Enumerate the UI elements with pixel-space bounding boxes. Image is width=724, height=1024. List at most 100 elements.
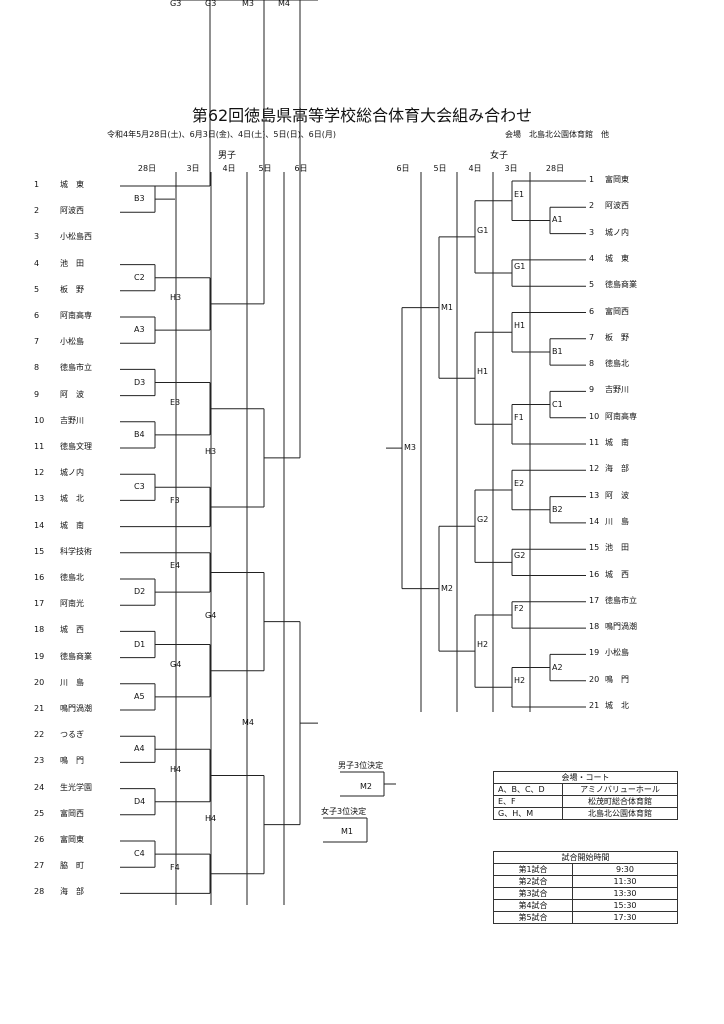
boys-match-label: H4: [205, 813, 217, 823]
boys-day-label: 6日: [294, 164, 308, 173]
boys-match-label: A4: [134, 744, 145, 754]
team-name: 生光学園: [60, 782, 92, 792]
team-name: 小松島: [605, 648, 629, 658]
girls-day-label: 3日: [504, 164, 518, 173]
team-number: 24: [34, 782, 45, 792]
match-time: 9:30: [572, 863, 678, 876]
team-name: 富岡東: [605, 175, 629, 184]
venue-court-table: 会場・コート A、B、C、D アミノバリューホール E、F 松茂町総合体育館 G…: [493, 771, 678, 820]
boys-match-label: G4: [205, 610, 217, 620]
boys-match-label: C4: [134, 849, 145, 859]
team-name: 川 島: [605, 516, 629, 526]
team-name: 城 北: [605, 701, 629, 710]
team-name: 吉野川: [605, 385, 629, 395]
team-name: 池 田: [605, 543, 629, 553]
team-number: 1: [589, 175, 595, 184]
team-number: 2: [34, 206, 40, 216]
team-number: 16: [34, 573, 45, 582]
girls-third-place-match: M1: [341, 827, 353, 836]
team-number: 22: [34, 730, 45, 740]
girls-team-entry: 19 小松島: [589, 649, 699, 657]
boys-match-label: G3: [170, 0, 182, 8]
page-title: 第62回徳島県高等学校総合体育大会組み合わせ: [191, 106, 533, 125]
girls-match-label: B1: [552, 346, 563, 356]
boys-team-entry: 18 城 西: [34, 626, 144, 634]
match-order: 第3試合: [493, 887, 573, 900]
team-name: つるぎ: [60, 730, 84, 740]
team-name: 科学技術: [60, 546, 92, 556]
team-number: 9: [589, 385, 595, 395]
team-number: 28: [34, 887, 45, 897]
match-time: 11:30: [572, 875, 678, 888]
team-number: 2: [589, 201, 595, 211]
team-number: 20: [34, 677, 45, 687]
boys-header: 男子: [218, 151, 237, 161]
team-number: 21: [34, 704, 45, 713]
boys-match-label: D3: [134, 377, 146, 387]
boys-match-label: M4: [278, 0, 290, 8]
team-number: 15: [34, 546, 45, 556]
team-name: 阿南高専: [605, 411, 637, 421]
team-number: 3: [589, 227, 595, 237]
boys-match-label: D1: [134, 639, 146, 649]
team-name: 鳴門渦潮: [60, 704, 92, 713]
team-number: 5: [34, 284, 40, 294]
team-number: 6: [34, 311, 40, 320]
team-name: 板 野: [605, 332, 629, 342]
team-name: 徳島市立: [60, 363, 92, 373]
team-number: 19: [589, 648, 600, 658]
boys-team-entry: 21 鳴門渦潮: [34, 705, 144, 713]
team-number: 4: [589, 253, 595, 263]
boys-match-label: H4: [170, 764, 182, 774]
team-number: 26: [34, 835, 45, 844]
match-time: 17:30: [572, 911, 678, 924]
team-name: 徳島市立: [605, 595, 637, 605]
team-name: 阿波西: [60, 206, 84, 216]
team-name: 小松島西: [60, 232, 92, 242]
girls-match-label: E1: [514, 189, 525, 199]
girls-match-label: A1: [552, 215, 563, 225]
team-name: 阿 波: [60, 389, 84, 399]
team-name: 城ノ内: [60, 468, 84, 478]
girls-day-label: 5日: [433, 164, 447, 173]
team-name: 徳島商業: [60, 651, 92, 661]
boys-match-label: A5: [134, 691, 145, 701]
boys-team-entry: 22 つるぎ: [34, 731, 144, 739]
girls-match-label: G2: [514, 551, 526, 561]
team-number: 6: [589, 306, 595, 316]
team-number: 11: [589, 438, 600, 447]
team-number: 15: [589, 543, 600, 553]
team-name: 徳島文理: [60, 442, 92, 451]
team-name: 鳴門渦潮: [605, 622, 637, 632]
match-order: 第1試合: [493, 863, 573, 876]
boys-third-place-match: M2: [360, 782, 372, 791]
girls-match-label: C1: [552, 399, 563, 409]
team-name: 城 西: [60, 625, 84, 635]
boys-day-label: 4日: [222, 164, 236, 173]
team-number: 18: [34, 625, 45, 635]
boys-match-label: C3: [134, 482, 145, 492]
team-name: 小松島: [60, 337, 84, 347]
match-order: 第2試合: [493, 875, 573, 888]
team-name: 鳴 門: [605, 674, 629, 684]
boys-match-label: M3: [242, 0, 254, 8]
girls-match-label: A2: [552, 662, 563, 672]
match-order: 第4試合: [493, 899, 573, 912]
